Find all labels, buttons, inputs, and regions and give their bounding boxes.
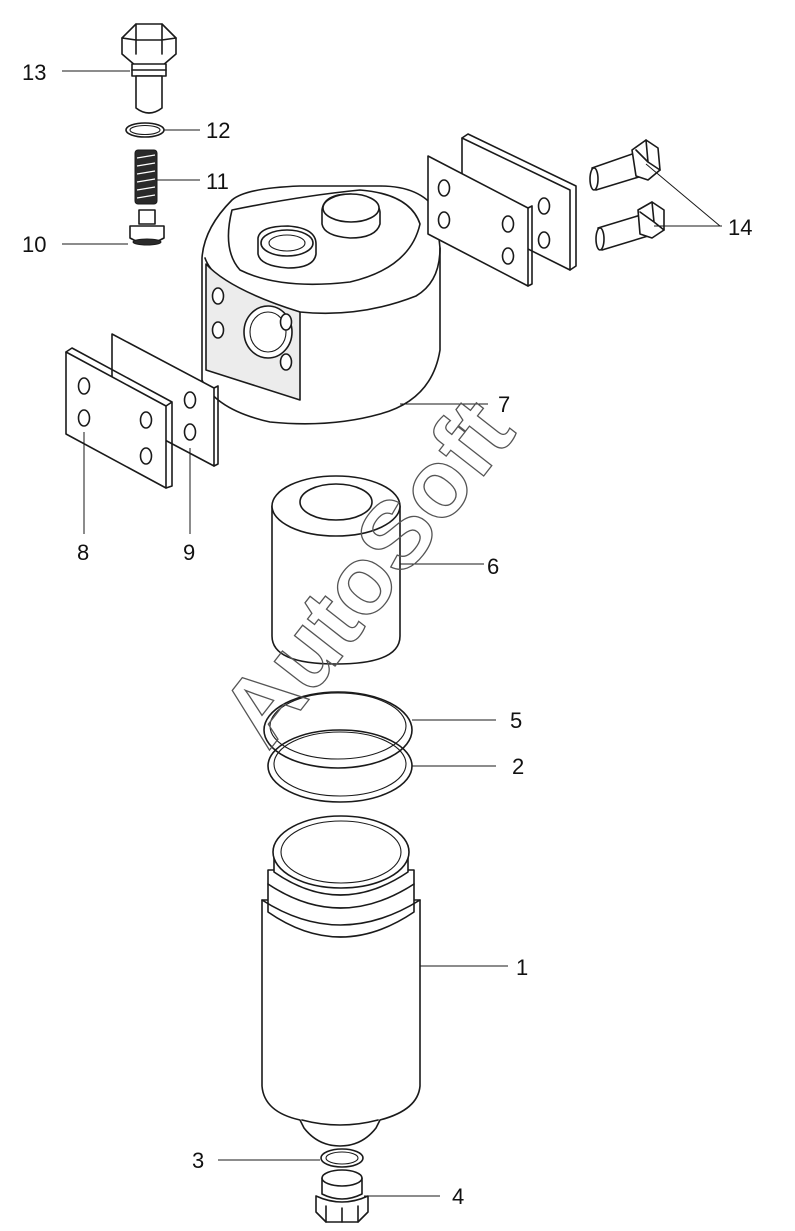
label-11: 11 <box>206 169 229 194</box>
watermark: AutoSoft <box>200 380 534 765</box>
leader-lines <box>62 70 722 1197</box>
part-11-spring[interactable] <box>134 149 158 205</box>
label-4: 4 <box>452 1184 464 1209</box>
label-1: 1 <box>516 955 528 980</box>
part-10-valve[interactable] <box>129 209 165 246</box>
label-8: 8 <box>77 540 89 565</box>
right-gasket-plate[interactable] <box>427 155 533 287</box>
part-13-bolt[interactable] <box>121 23 177 114</box>
part-1-filter-bowl[interactable] <box>261 815 421 1147</box>
part-3-o-ring[interactable] <box>320 1148 364 1168</box>
label-2: 2 <box>512 754 524 779</box>
label-13: 13 <box>22 60 46 85</box>
part-14-bolt-lower[interactable] <box>595 201 665 251</box>
label-12: 12 <box>206 118 230 143</box>
part-9-gasket-plate[interactable] <box>111 333 219 467</box>
part-4-drain-plug[interactable] <box>315 1169 369 1223</box>
part-7-filter-head[interactable] <box>201 185 441 425</box>
part-14-bolt-upper[interactable] <box>589 139 661 191</box>
part-labels: 13 12 11 10 14 7 8 9 6 5 2 1 3 4 <box>22 60 752 1209</box>
label-3: 3 <box>192 1148 204 1173</box>
label-10: 10 <box>22 232 46 257</box>
part-6-filter-element[interactable] <box>271 475 401 665</box>
part-5-seal-ring[interactable] <box>263 691 413 769</box>
label-9: 9 <box>183 540 195 565</box>
label-6: 6 <box>487 554 499 579</box>
label-5: 5 <box>510 708 522 733</box>
label-7: 7 <box>498 392 510 417</box>
part-12-ring[interactable] <box>125 122 165 138</box>
label-14: 14 <box>728 215 752 240</box>
part-8-flange-plate[interactable] <box>65 347 173 489</box>
